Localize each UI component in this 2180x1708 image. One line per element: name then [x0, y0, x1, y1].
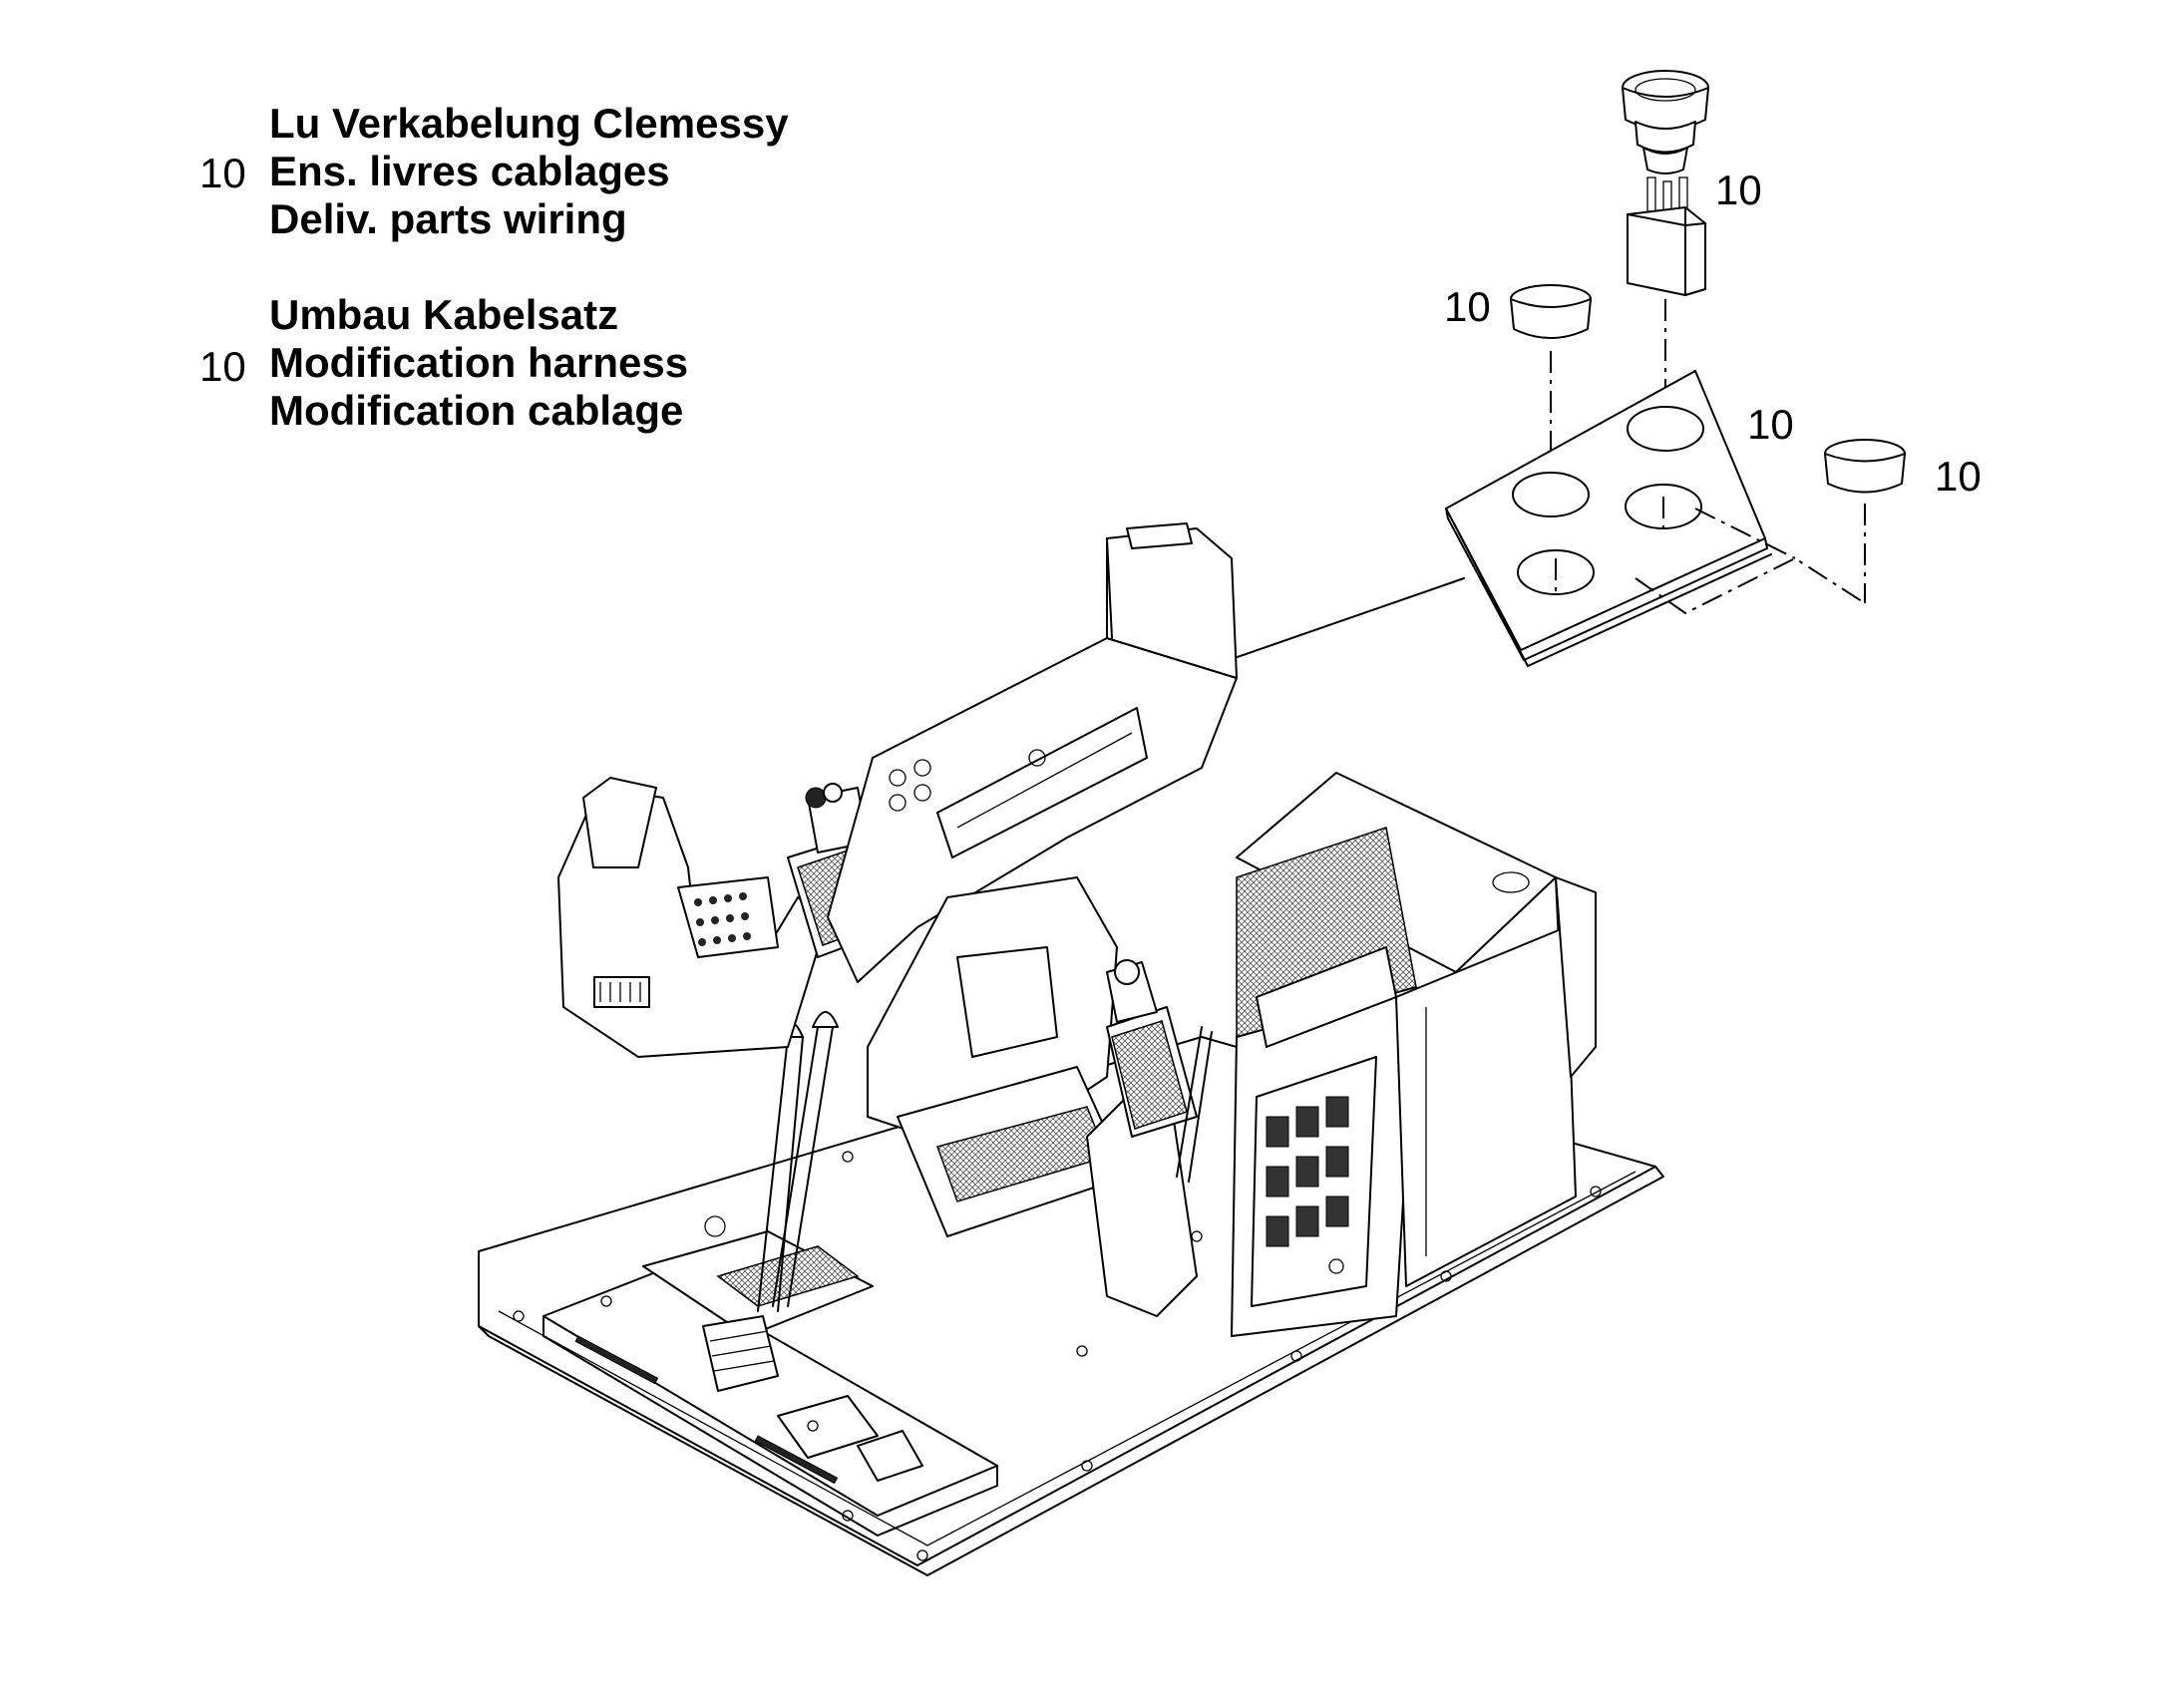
callout-plug-right: 10 — [1935, 453, 1982, 500]
legend-line-fr: Ens. livres cablages — [269, 148, 670, 194]
electrical-cabinet — [1231, 772, 1597, 1337]
callout-button-top: 10 — [1715, 167, 1762, 213]
legend-line-en: Deliv. parts wiring — [269, 195, 627, 242]
legend-item-text: Umbau Kabelsatz Modification harness Mod… — [269, 291, 688, 435]
lever-right — [772, 1026, 834, 1307]
switch-panel-plate — [1445, 370, 1772, 667]
push-button-part — [1622, 70, 1709, 174]
legend-item-number: 10 — [199, 343, 246, 390]
seat-frame — [867, 876, 1128, 1237]
callout-plug-left: 10 — [1444, 283, 1491, 330]
right-joystick-console — [1086, 959, 1213, 1317]
callout-panel: 10 — [1747, 401, 1794, 448]
legend-line-fr: Modification cablage — [269, 387, 684, 434]
legend-item-text: Lu Verkabelung Clemessy Ens. livres cabl… — [269, 100, 789, 243]
blanking-plug-left — [1510, 284, 1592, 339]
lever-left — [757, 1036, 804, 1312]
legend-line-en: Modification harness — [269, 339, 689, 386]
main-console-housing — [827, 522, 1238, 983]
relay-socket-part — [1627, 176, 1706, 296]
pedal-bracket — [543, 1215, 998, 1537]
blanking-plug-right — [1824, 439, 1906, 494]
legend-item-number: 10 — [199, 150, 246, 196]
legend-line-de: Umbau Kabelsatz — [269, 291, 619, 338]
legend-line-de: Lu Verkabelung Clemessy — [269, 100, 789, 147]
left-control-console — [557, 777, 829, 1058]
